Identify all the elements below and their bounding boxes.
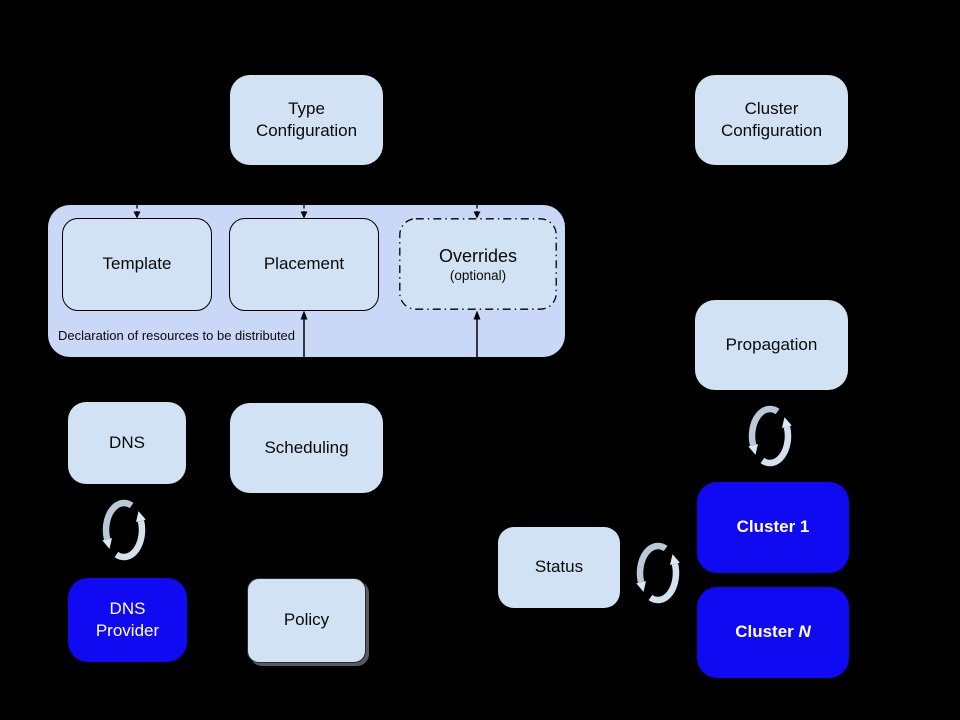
node-label: Type Configuration xyxy=(255,98,358,140)
sync-arrows-icon xyxy=(636,542,680,604)
node-label: Template xyxy=(102,254,172,274)
overrides-background xyxy=(399,218,557,310)
cluster-n-variable: N xyxy=(798,622,811,642)
flow-arrows-layer xyxy=(133,205,481,357)
node-label: Cluster 1 xyxy=(736,517,810,537)
node-placement: Placement xyxy=(229,218,379,311)
node-sublabel: (optional) xyxy=(449,267,507,283)
node-label: DNS xyxy=(109,432,145,452)
node-template: Template xyxy=(62,218,212,311)
node-label: Policy xyxy=(283,610,330,630)
node-label: Scheduling xyxy=(264,437,349,457)
resource-declaration-group: Template Placement Overrides (optional) … xyxy=(48,205,565,357)
node-cluster-1: Cluster 1 xyxy=(697,482,849,573)
dash-dot-border xyxy=(399,218,557,310)
node-label: Propagation xyxy=(725,334,818,354)
node-dns: DNS xyxy=(68,402,186,484)
node-cluster-configuration: Cluster Configuration xyxy=(695,75,848,165)
node-propagation: Propagation xyxy=(695,300,848,390)
node-label: DNS Provider xyxy=(95,598,160,640)
node-label: Status xyxy=(534,557,584,577)
node-scheduling: Scheduling xyxy=(230,403,383,493)
sync-arrows-icon xyxy=(102,499,146,561)
node-label: Placement xyxy=(263,254,345,274)
node-cluster-n: Cluster N xyxy=(697,587,849,678)
declaration-caption: Declaration of resources to be distribut… xyxy=(58,328,296,343)
sync-arrows-icon xyxy=(748,405,792,467)
node-status: Status xyxy=(498,527,620,608)
node-label: Cluster Configuration xyxy=(720,98,823,140)
node-label: Overrides xyxy=(438,245,518,266)
node-policy: Policy xyxy=(247,578,366,663)
node-label: Cluster N xyxy=(735,622,811,642)
node-dns-provider: DNS Provider xyxy=(68,578,187,662)
node-type-configuration: Type Configuration xyxy=(230,75,383,165)
node-overrides: Overrides (optional) xyxy=(399,218,557,310)
